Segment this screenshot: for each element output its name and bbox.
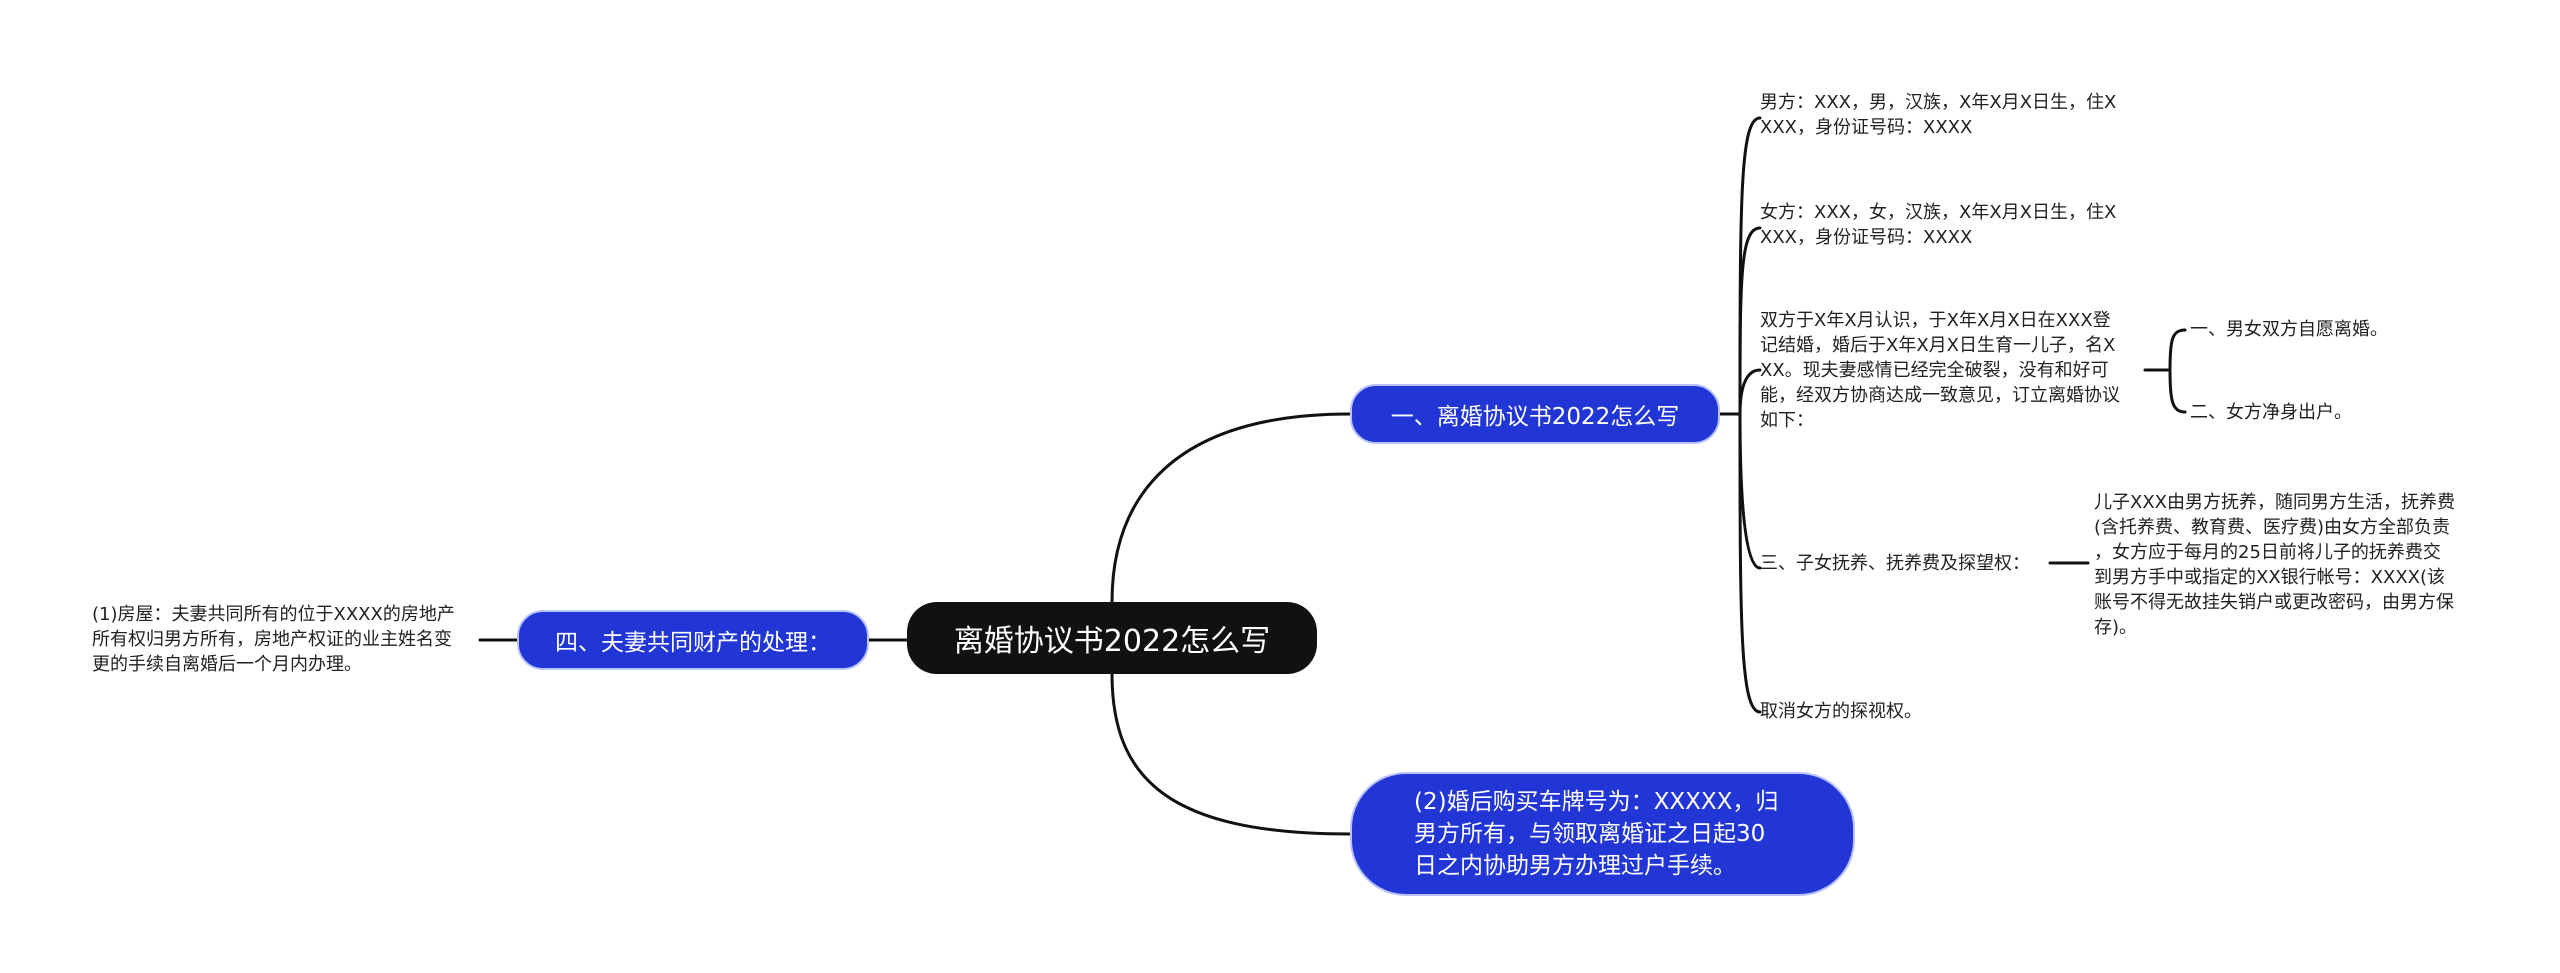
woman-info: 女方：XXX，女，汉族，X年X月X日生，住X XXX，身份证号码：XXXX — [1760, 200, 2116, 250]
branch4-node[interactable]: 四、夫妻共同财产的处理： — [517, 610, 869, 670]
agreement-line-4: 能，经双方协商达成一致意见，订立离婚协议 — [1760, 385, 2120, 406]
link-branch1-cancel — [1738, 412, 1762, 714]
branch2-line-3: 日之内协助男方办理过户手续。 — [1414, 853, 1736, 879]
link-branch1-custody — [1738, 412, 1762, 570]
man-line-2: XXX，身份证号码：XXXX — [1760, 117, 1973, 138]
custody-line-4: 到男方手中或指定的XX银行帐号：XXXX(该 — [2094, 567, 2446, 588]
house-line-2: 所有权归男方所有，房地产权证的业主姓名变 — [92, 629, 452, 650]
link-agreement-child1 — [2168, 328, 2187, 372]
branch2-line-1: (2)婚后购买车牌号为：XXXXX，归 — [1414, 789, 1779, 815]
man-info: 男方：XXX，男，汉族，X年X月X日生，住X XXX，身份证号码：XXXX — [1760, 90, 2116, 140]
house-info: (1)房屋：夫妻共同所有的位于XXXX的房地产 所有权归男方所有，房地产权证的业… — [92, 602, 455, 677]
custody-line-2: (含托养费、教育费、医疗费)由女方全部负责 — [2094, 517, 2451, 538]
link-agreement-child2 — [2168, 368, 2187, 414]
cancel-visit-text: 取消女方的探视权。 — [1760, 701, 1922, 722]
branch2-node[interactable]: (2)婚后购买车牌号为：XXXXX，归 男方所有，与领取离婚证之日起30 日之内… — [1350, 772, 1855, 896]
woman-line-2: XXX，身份证号码：XXXX — [1760, 227, 1973, 248]
house-line-1: (1)房屋：夫妻共同所有的位于XXXX的房地产 — [92, 604, 455, 625]
link-root-branch1 — [1110, 412, 1352, 604]
agreement-text: 双方于X年X月认识，于X年X月X日在XXX登 记结婚，婚后于X年X月X日生育一儿… — [1760, 308, 2120, 433]
custody-line-1: 儿子XXX由男方抚养，随同男方生活，抚养费 — [2094, 492, 2455, 513]
branch1-label: 一、离婚协议书2022怎么写 — [1390, 404, 1680, 430]
branch1-node[interactable]: 一、离婚协议书2022怎么写 — [1350, 384, 1720, 444]
agreement-line-1: 双方于X年X月认识，于X年X月X日在XXX登 — [1760, 310, 2111, 331]
custody-label: 三、子女抚养、抚养费及探望权： — [1760, 553, 2030, 574]
man-line-1: 男方：XXX，男，汉族，X年X月X日生，住X — [1760, 92, 2117, 113]
agreement-child-1: 一、男女双方自愿离婚。 — [2190, 319, 2388, 340]
agreement-child-2: 二、女方净身出户。 — [2190, 402, 2352, 423]
root-label: 离婚协议书2022怎么写 — [953, 624, 1271, 659]
root-node[interactable]: 离婚协议书2022怎么写 — [907, 602, 1317, 674]
branch4-label: 四、夫妻共同财产的处理： — [555, 630, 831, 656]
house-line-3: 更的手续自离婚后一个月内办理。 — [92, 654, 362, 675]
custody-line-6: 存)。 — [2094, 617, 2138, 638]
link-root-branch2 — [1110, 672, 1352, 836]
link-branch1-woman — [1738, 226, 1762, 416]
custody-line-3: ，女方应于每月的25日前将儿子的抚养费交 — [2094, 542, 2441, 563]
agreement-line-3: XX。现夫妻感情已经完全破裂，没有和好可 — [1760, 360, 2109, 381]
agreement-line-5: 如下： — [1760, 410, 1814, 431]
woman-line-1: 女方：XXX，女，汉族，X年X月X日生，住X — [1760, 202, 2117, 223]
branch2-line-2: 男方所有，与领取离婚证之日起30 — [1414, 821, 1766, 847]
link-branch1-agreement — [1738, 368, 1762, 416]
custody-line-5: 账号不得无故挂失销户或更改密码，由男方保 — [2094, 592, 2454, 613]
agreement-line-2: 记结婚，婚后于X年X月X日生育一儿子，名X — [1760, 335, 2116, 356]
custody-details: 儿子XXX由男方抚养，随同男方生活，抚养费 (含托养费、教育费、医疗费)由女方全… — [2094, 490, 2455, 640]
